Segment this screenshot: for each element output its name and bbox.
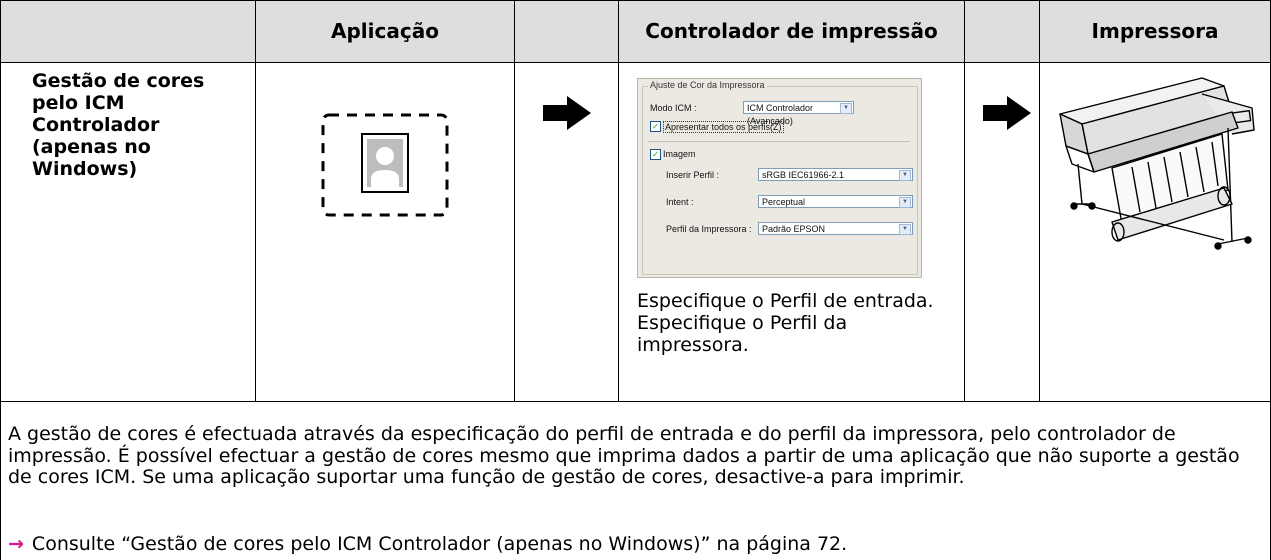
header-application: Aplicação [256, 0, 514, 62]
reference-arrow-icon: → [8, 533, 24, 555]
show-all-profiles-checkbox[interactable]: ✓ [650, 121, 661, 132]
description-text: A gestão de cores é efectuada através da… [8, 423, 1240, 488]
chevron-down-icon: ▼ [899, 197, 911, 208]
image-label: Imagem [663, 149, 696, 159]
col-divider-5 [1039, 0, 1040, 401]
show-all-profiles-label: Apresentar todos os perfis(Z) [663, 121, 784, 133]
reference-link[interactable]: → Consulte “Gestão de cores pelo ICM Cont… [8, 533, 847, 555]
col-divider-4 [964, 0, 965, 401]
header-empty-cell [1, 0, 255, 62]
dialog-separator [648, 141, 910, 142]
input-profile-label: Inserir Perfil : [666, 170, 720, 180]
header-application-label: Aplicação [331, 19, 439, 43]
header-divider [0, 62, 1271, 63]
row-divider [0, 401, 1271, 402]
header-arrow-cell-2 [965, 0, 1039, 62]
chevron-down-icon: ▼ [899, 224, 911, 235]
col-divider-1 [255, 0, 256, 401]
printer-profile-label: Perfil da Impressora : [666, 224, 752, 234]
driver-instructions: Especifique o Perfil de entrada. Especif… [637, 290, 957, 356]
header-driver: Controlador de impressão [619, 0, 964, 62]
large-format-printer-icon [1059, 77, 1255, 250]
intent-select[interactable]: Perceptual ▼ [758, 195, 913, 208]
row-label: Gestão de cores pelo ICM Controlador (ap… [32, 70, 205, 180]
image-document-icon [321, 113, 449, 217]
arrow-right-icon [983, 96, 1031, 130]
arrow-right-icon [543, 96, 591, 130]
intent-label: Intent : [666, 197, 694, 207]
reference-text: Consulte “Gestão de cores pelo ICM Contr… [31, 533, 848, 555]
image-checkbox[interactable]: ✓ [650, 149, 661, 160]
icm-mode-select[interactable]: ICM Controlador (Avançado) ▼ [743, 101, 854, 126]
icm-mode-label: Modo ICM : [650, 103, 697, 113]
col-divider-3 [618, 0, 619, 401]
input-profile-select[interactable]: sRGB IEC61966-2.1 ▼ [758, 168, 913, 181]
printer-color-settings-dialog: Ajuste de Cor da Impressora Modo ICM : I… [637, 78, 922, 278]
header-arrow-cell-1 [515, 0, 618, 62]
color-settings-group [642, 86, 918, 275]
printer-profile-value: Padrão EPSON [762, 224, 826, 234]
col-divider-2 [514, 0, 515, 401]
header-printer-label: Impressora [1091, 19, 1219, 43]
chevron-down-icon: ▼ [899, 170, 911, 181]
input-profile-value: sRGB IEC61966-2.1 [762, 170, 845, 180]
header-driver-label: Controlador de impressão [645, 19, 938, 43]
intent-value: Perceptual [762, 197, 806, 207]
table-border-top [0, 0, 1271, 1]
group-title: Ajuste de Cor da Impressora [648, 80, 767, 90]
printer-profile-instruction: Especifique o Perfil da impressora. [637, 312, 848, 356]
printer-profile-select[interactable]: Padrão EPSON ▼ [758, 222, 913, 235]
chevron-down-icon: ▼ [840, 103, 852, 114]
header-printer: Impressora [1040, 0, 1270, 62]
input-profile-instruction: Especifique o Perfil de entrada. [637, 290, 934, 312]
table-border-left [0, 0, 1, 560]
